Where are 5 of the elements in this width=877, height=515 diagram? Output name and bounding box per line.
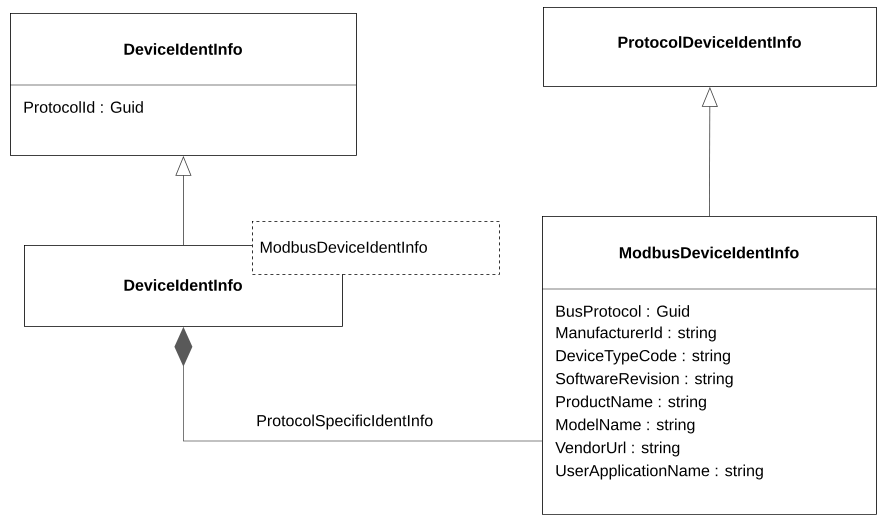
class-box: ProtocolDeviceIdentInfo — [543, 7, 877, 87]
template-parameter-box: ModbusDeviceIdentInfo — [252, 221, 500, 275]
class-box: ModbusDeviceIdentInfo BusProtocol : Guid ManufacturerId : string DeviceTypeCode : string SoftwareRevision : string ProductName : string ModelName : string VendorUrl : string UserApplicationName : string — [542, 216, 877, 515]
edge-label: ProtocolSpecificIdentInfo — [255, 414, 434, 430]
class-box: DeviceIdentInfo ProtocolId : Guid — [10, 13, 357, 156]
